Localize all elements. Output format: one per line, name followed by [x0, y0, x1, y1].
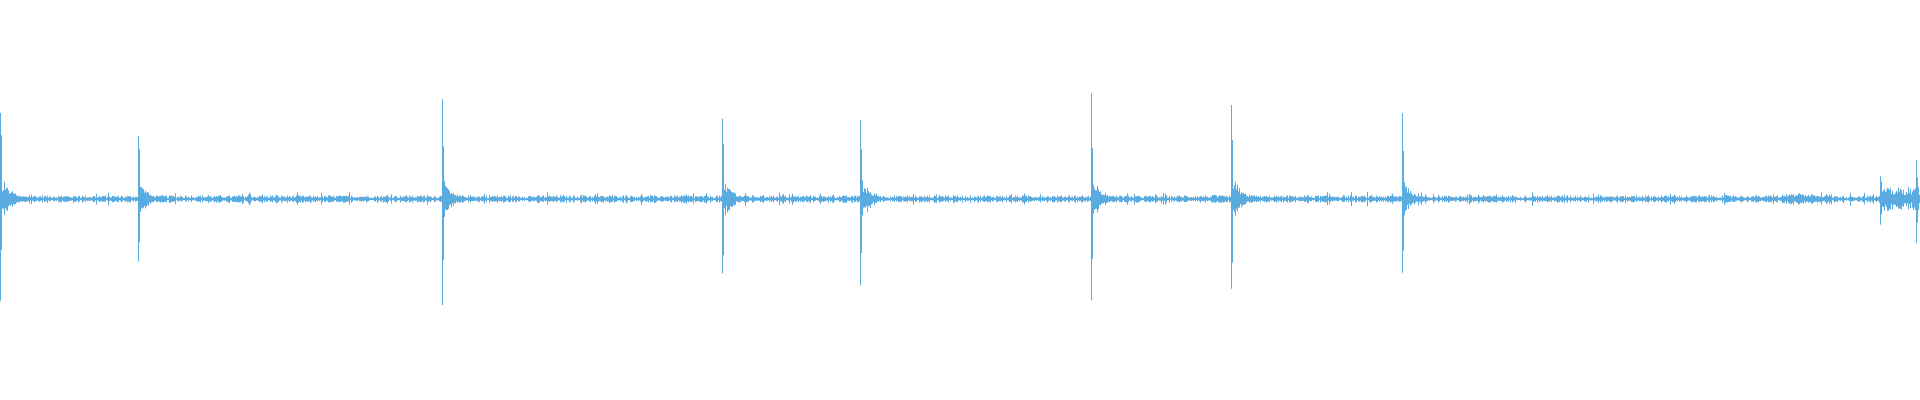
waveform-samples [0, 93, 1920, 305]
waveform-trace [0, 93, 1920, 305]
